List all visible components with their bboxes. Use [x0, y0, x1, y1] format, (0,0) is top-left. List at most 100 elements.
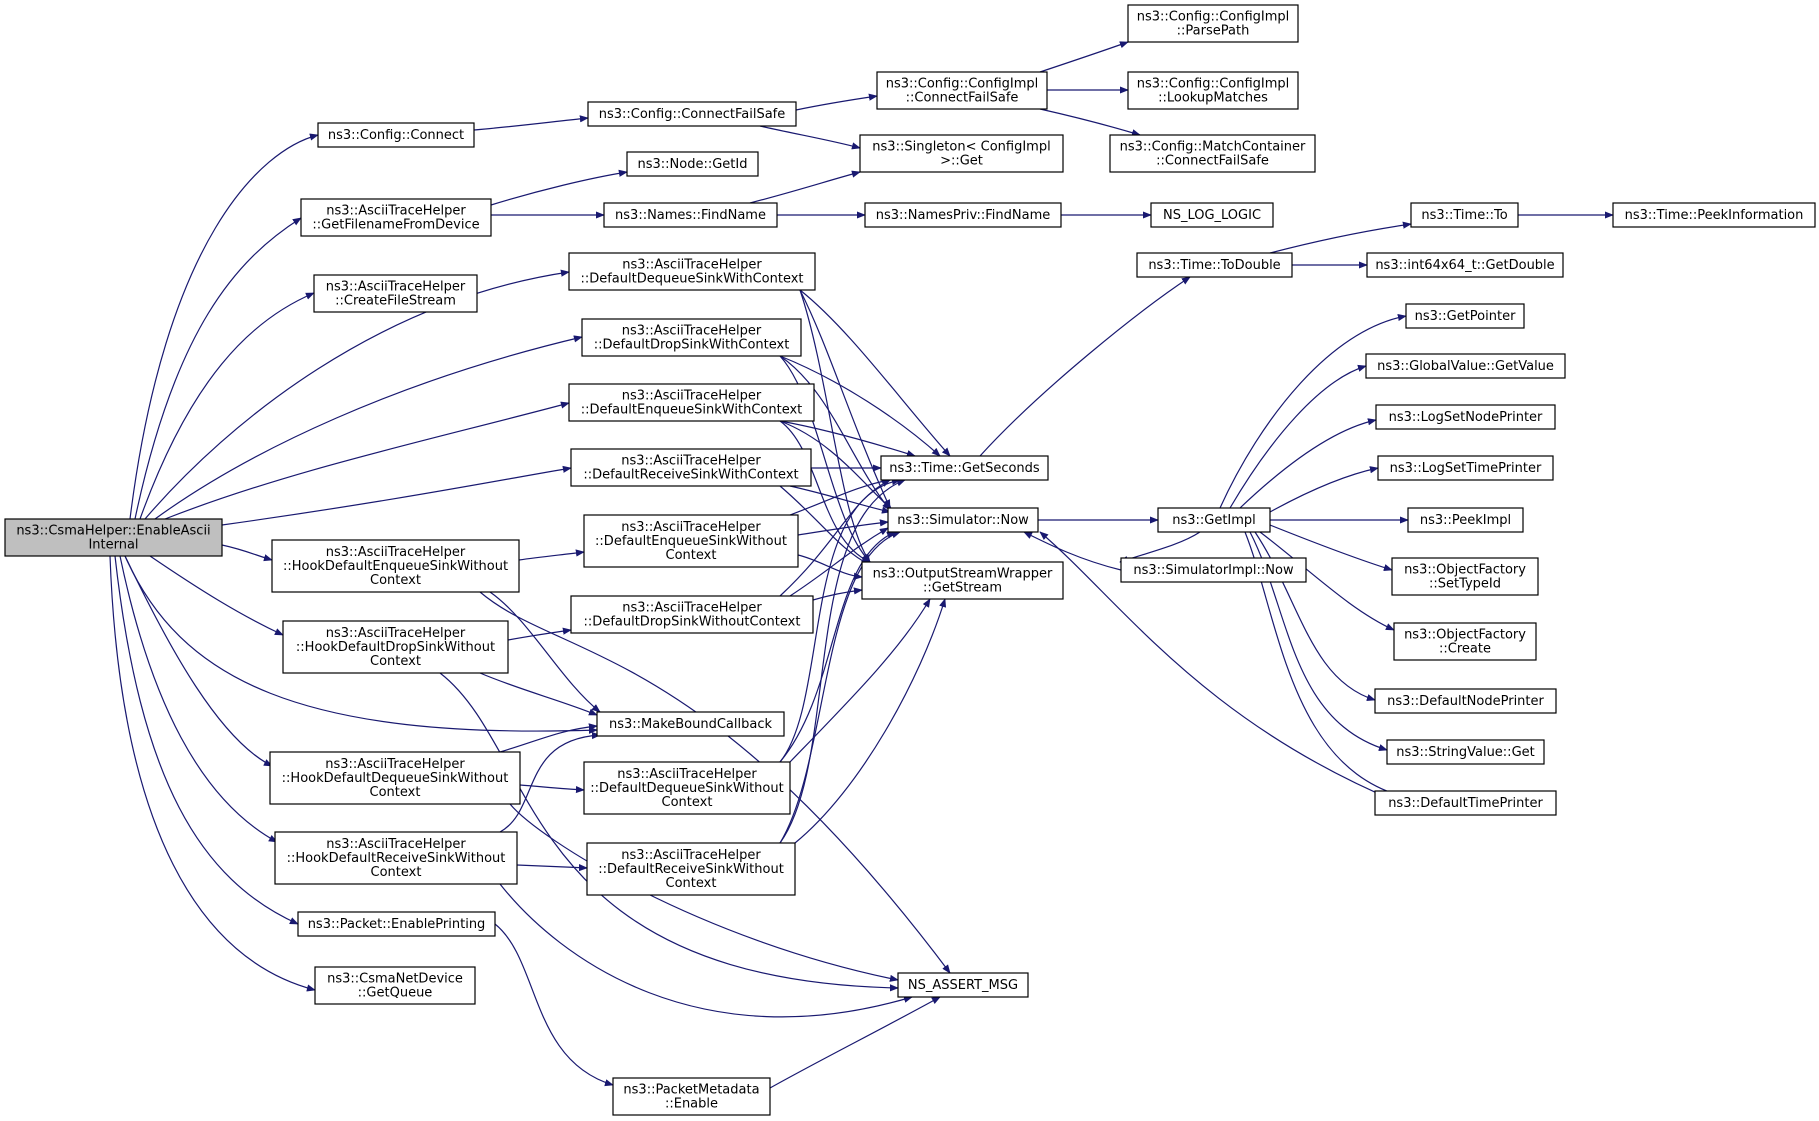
node-box[interactable] [1410, 202, 1519, 228]
node-box[interactable] [300, 198, 492, 237]
node-box[interactable] [4, 518, 223, 557]
node-box[interactable] [1365, 353, 1566, 379]
node-connectfailsafe[interactable]: ns3::Config::ConnectFailSafe [587, 101, 797, 127]
node-box[interactable] [626, 151, 759, 177]
node-enqctx[interactable]: ns3::AsciiTraceHelper::DefaultEnqueueSin… [568, 383, 815, 422]
node-todouble[interactable]: ns3::Time::ToDouble [1136, 252, 1293, 278]
node-box[interactable] [587, 101, 797, 127]
node-box[interactable] [1405, 303, 1525, 329]
node-dqctx[interactable]: ns3::AsciiTraceHelper::DefaultDequeueSin… [568, 252, 816, 291]
node-box[interactable] [887, 507, 1039, 533]
node-box[interactable] [1386, 739, 1545, 765]
node-getqueue[interactable]: ns3::CsmaNetDevice::GetQueue [314, 966, 476, 1005]
node-ofcreate[interactable]: ns3::ObjectFactory::Create [1393, 622, 1537, 661]
node-parsepath[interactable]: ns3::Config::ConfigImpl::ParsePath [1127, 4, 1299, 43]
node-enableprint[interactable]: ns3::Packet::EnablePrinting [297, 911, 496, 937]
node-box[interactable] [864, 202, 1062, 228]
node-box[interactable] [314, 966, 476, 1005]
node-box[interactable] [568, 252, 816, 291]
node-hookenq[interactable]: ns3::AsciiTraceHelper::HookDefaultEnqueu… [271, 539, 520, 593]
node-box[interactable] [1377, 455, 1554, 481]
node-getpointer[interactable]: ns3::GetPointer [1405, 303, 1525, 329]
node-cfgconnect[interactable]: ns3::Config::Connect [317, 122, 475, 148]
node-lookup[interactable]: ns3::Config::ConfigImpl::LookupMatches [1127, 71, 1299, 110]
node-box[interactable] [1391, 557, 1539, 596]
node-box[interactable] [1109, 134, 1316, 173]
node-box[interactable] [859, 134, 1064, 173]
node-box[interactable] [583, 514, 799, 568]
node-box[interactable] [1407, 507, 1524, 533]
node-dropctx[interactable]: ns3::AsciiTraceHelper::DefaultDropSinkWi… [581, 318, 802, 357]
node-box[interactable] [586, 842, 796, 896]
node-box[interactable] [1150, 202, 1274, 228]
node-box[interactable] [1375, 404, 1556, 430]
node-hookdrop[interactable]: ns3::AsciiTraceHelper::HookDefaultDropSi… [282, 620, 509, 674]
node-simnow[interactable]: ns3::Simulator::Now [887, 507, 1039, 533]
node-osw[interactable]: ns3::OutputStreamWrapper::GetStream [861, 561, 1064, 600]
node-logtimeprinter[interactable]: ns3::LogSetTimePrinter [1377, 455, 1554, 481]
node-strget[interactable]: ns3::StringValue::Get [1386, 739, 1545, 765]
node-box[interactable] [1374, 688, 1557, 714]
node-box[interactable] [861, 561, 1064, 600]
node-box[interactable] [570, 595, 814, 634]
node-box[interactable] [612, 1077, 771, 1116]
node-box[interactable] [897, 972, 1029, 998]
node-box[interactable] [1127, 4, 1299, 43]
node-cfgimplcfs[interactable]: ns3::Config::ConfigImpl::ConnectFailSafe [876, 71, 1048, 110]
node-nodegetid[interactable]: ns3::Node::GetId [626, 151, 759, 177]
node-deftimeprinter[interactable]: ns3::DefaultTimePrinter [1374, 790, 1557, 816]
node-box[interactable] [317, 122, 475, 148]
node-namesfind[interactable]: ns3::Names::FindName [603, 202, 778, 228]
node-getfilename[interactable]: ns3::AsciiTraceHelper::GetFilenameFromDe… [300, 198, 492, 237]
node-box[interactable] [583, 761, 791, 815]
node-recvctx[interactable]: ns3::AsciiTraceHelper::DefaultReceiveSin… [570, 448, 812, 487]
node-box[interactable] [269, 751, 521, 805]
node-box[interactable] [282, 620, 509, 674]
node-box[interactable] [1366, 252, 1564, 278]
node-singleton[interactable]: ns3::Singleton< ConfigImpl>::Get [859, 134, 1064, 173]
node-box[interactable] [1612, 202, 1816, 228]
node-ofsettype[interactable]: ns3::ObjectFactory::SetTypeId [1391, 557, 1539, 596]
node-box[interactable] [603, 202, 778, 228]
node-box[interactable] [596, 711, 785, 737]
node-namesprivfind[interactable]: ns3::NamesPriv::FindName [864, 202, 1062, 228]
node-box[interactable] [274, 831, 518, 885]
node-box[interactable] [876, 71, 1048, 110]
node-box[interactable] [1120, 557, 1307, 583]
node-hookdeq[interactable]: ns3::AsciiTraceHelper::HookDefaultDequeu… [269, 751, 521, 805]
node-peekimpl[interactable]: ns3::PeekImpl [1407, 507, 1524, 533]
node-box[interactable] [1374, 790, 1557, 816]
node-pmenable[interactable]: ns3::PacketMetadata::Enable [612, 1077, 771, 1116]
node-lognodeprinter[interactable]: ns3::LogSetNodePrinter [1375, 404, 1556, 430]
node-timeto[interactable]: ns3::Time::To [1410, 202, 1519, 228]
node-createfile[interactable]: ns3::AsciiTraceHelper::CreateFileStream [313, 274, 478, 313]
node-dropwo[interactable]: ns3::AsciiTraceHelper::DefaultDropSinkWi… [570, 595, 814, 634]
node-assertmsg[interactable]: NS_ASSERT_MSG [897, 972, 1029, 998]
node-getimpl[interactable]: ns3::GetImpl [1157, 507, 1271, 533]
node-box[interactable] [271, 539, 520, 593]
node-box[interactable] [1136, 252, 1293, 278]
node-box[interactable] [570, 448, 812, 487]
node-gvgetvalue[interactable]: ns3::GlobalValue::GetValue [1365, 353, 1566, 379]
node-box[interactable] [1393, 622, 1537, 661]
node-simimplnow[interactable]: ns3::SimulatorImpl::Now [1120, 557, 1307, 583]
node-box[interactable] [1127, 71, 1299, 110]
node-box[interactable] [581, 318, 802, 357]
node-hookrecv[interactable]: ns3::AsciiTraceHelper::HookDefaultReceiv… [274, 831, 518, 885]
node-peekinfo[interactable]: ns3::Time::PeekInformation [1612, 202, 1816, 228]
node-defnodeprinter[interactable]: ns3::DefaultNodePrinter [1374, 688, 1557, 714]
node-getdouble[interactable]: ns3::int64x64_t::GetDouble [1366, 252, 1564, 278]
node-box[interactable] [313, 274, 478, 313]
node-makebound[interactable]: ns3::MakeBoundCallback [596, 711, 785, 737]
node-matchcont[interactable]: ns3::Config::MatchContainer::ConnectFail… [1109, 134, 1316, 173]
node-recvwo[interactable]: ns3::AsciiTraceHelper::DefaultReceiveSin… [586, 842, 796, 896]
node-box[interactable] [1157, 507, 1271, 533]
node-box[interactable] [568, 383, 815, 422]
node-nslog[interactable]: NS_LOG_LOGIC [1150, 202, 1274, 228]
node-getseconds[interactable]: ns3::Time::GetSeconds [880, 455, 1049, 481]
node-deqwo[interactable]: ns3::AsciiTraceHelper::DefaultDequeueSin… [583, 761, 791, 815]
node-box[interactable] [880, 455, 1049, 481]
node-box[interactable] [297, 911, 496, 937]
node-enqwo[interactable]: ns3::AsciiTraceHelper::DefaultEnqueueSin… [583, 514, 799, 568]
